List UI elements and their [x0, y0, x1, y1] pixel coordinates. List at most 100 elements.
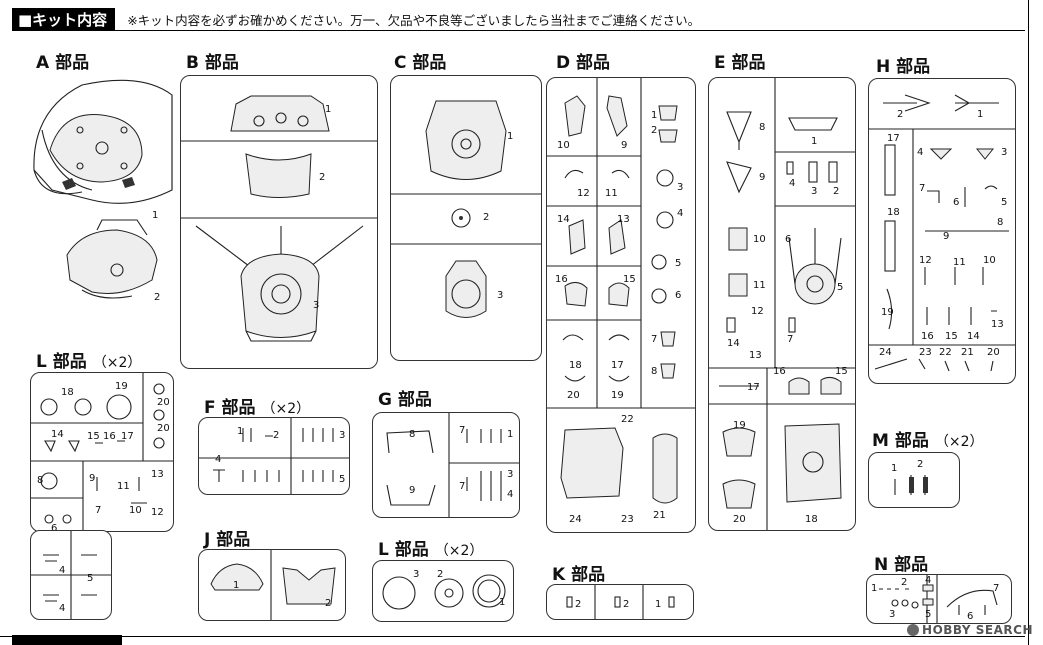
part-number: 4: [59, 603, 66, 614]
part-number: 2: [833, 186, 840, 197]
part-number: 1: [651, 110, 658, 121]
section-title-n: N 部品: [874, 555, 929, 575]
part-number: 3: [811, 186, 818, 197]
part-number: 7: [919, 183, 926, 194]
part-number: 14: [967, 331, 980, 342]
runner-j: 1 2: [198, 549, 346, 621]
runner-n: 1 2 4 3 5 6 7: [866, 574, 1012, 624]
part-number: 8: [37, 475, 44, 486]
part-number: 10: [753, 234, 766, 245]
part-number: 15: [835, 366, 848, 377]
part-number: 1: [507, 429, 514, 440]
part-number: 15: [623, 274, 636, 285]
part-number: 4: [507, 489, 514, 500]
part-number: 12: [751, 306, 764, 317]
section-title-a: A 部品: [36, 53, 90, 73]
part-number: 17: [611, 360, 624, 371]
section-title-h: H 部品: [876, 57, 931, 77]
hobby-search-logo-icon: [907, 624, 920, 636]
part-number: 20: [157, 423, 170, 434]
part-number: 5: [837, 282, 844, 293]
part-number: 6: [967, 611, 974, 622]
part-number: 3: [677, 182, 684, 193]
part-number: 10: [557, 140, 570, 151]
part-number: 16: [555, 274, 568, 285]
part-number: 1: [891, 463, 898, 474]
part-number: 23: [621, 514, 634, 525]
part-number: 5: [675, 258, 682, 269]
runner-l2: 3 2 1: [372, 560, 514, 622]
part-number: 7: [459, 481, 466, 492]
header-rule: [12, 30, 1025, 31]
part-number: 20: [733, 514, 746, 525]
part-number: 12: [151, 507, 164, 518]
kit-contents-header: ■キット内容 ※キット内容を必ずお確かめください。万一、欠品や不良等ございました…: [12, 7, 701, 31]
part-number: 3: [497, 290, 504, 301]
part-number: 24: [569, 514, 582, 525]
part-number: 9: [759, 172, 766, 183]
part-number: 20: [567, 390, 580, 401]
part-number: 2: [623, 599, 630, 610]
part-number: 16: [921, 331, 934, 342]
part-number: 21: [961, 347, 974, 358]
part-number: 18: [61, 387, 74, 398]
part-number: 8: [651, 366, 658, 377]
part-number: 9: [89, 473, 96, 484]
part-number: 6: [785, 234, 792, 245]
part-number: 2: [897, 109, 904, 120]
part-number: 9: [943, 231, 950, 242]
part-number: 12: [919, 255, 932, 266]
runner-d: 10 9 1 2 12 11 3 14 13 4 16 15 5 6 18 17…: [546, 77, 696, 533]
part-number: 3: [507, 469, 514, 480]
part-number: 19: [611, 390, 624, 401]
runner-m: 1 2: [868, 452, 960, 508]
part-number: 20: [987, 347, 1000, 358]
part-number: 3: [889, 609, 896, 620]
part-number: 3: [413, 569, 420, 580]
section-title-g: G 部品: [378, 390, 432, 410]
kit-contents-title: ■キット内容: [12, 7, 116, 31]
runner-f: 1 2 3 4 5: [198, 417, 350, 495]
part-number: 9: [621, 140, 628, 151]
part-number: 1: [871, 583, 878, 594]
part-number: 10: [129, 505, 142, 516]
part-number: 13: [991, 319, 1004, 330]
part-number: 2: [901, 577, 908, 588]
runner-l-lower: 4 5 4: [30, 530, 112, 620]
part-number: 18: [569, 360, 582, 371]
part-number: 8: [409, 429, 416, 440]
part-number: 7: [95, 505, 102, 516]
part-number: 2: [273, 430, 280, 441]
part-number: 5: [1001, 197, 1008, 208]
part-number: 1: [811, 136, 818, 147]
part-number: 3: [339, 430, 346, 441]
part-number: 23: [919, 347, 932, 358]
part-number: 11: [117, 481, 130, 492]
part-number: 5: [87, 573, 94, 584]
part-number: 16: [103, 431, 116, 442]
runner-k: 2 2 1: [546, 584, 694, 620]
part-number: 16: [773, 366, 786, 377]
part-number: 13: [617, 214, 630, 225]
part-number: 12: [577, 188, 590, 199]
part-number: 4: [789, 178, 796, 189]
part-number: 17: [747, 382, 760, 393]
section-title-l: L 部品（×2）: [36, 352, 142, 372]
part-number: 2: [917, 459, 924, 470]
right-border: [1028, 0, 1029, 645]
kit-contents-note: ※キット内容を必ずお確かめください。万一、欠品や不良等ございましたら当社までご連…: [127, 12, 701, 28]
section-a-parts: 1 2: [22, 70, 182, 310]
section-title-e: E 部品: [714, 53, 766, 73]
part-number: 11: [753, 280, 766, 291]
part-number: 1: [325, 104, 332, 115]
runner-b: 1 2 3: [180, 75, 378, 369]
part-number: 18: [805, 514, 818, 525]
section-title-b: B 部品: [186, 53, 239, 73]
part-number: 2: [154, 292, 161, 303]
part-number: 19: [881, 307, 894, 318]
part-number: 1: [152, 210, 159, 221]
runner-c: 1 2 3: [390, 75, 542, 361]
part-number: 4: [59, 565, 66, 576]
part-number: 17: [887, 133, 900, 144]
part-number: 17: [121, 431, 134, 442]
